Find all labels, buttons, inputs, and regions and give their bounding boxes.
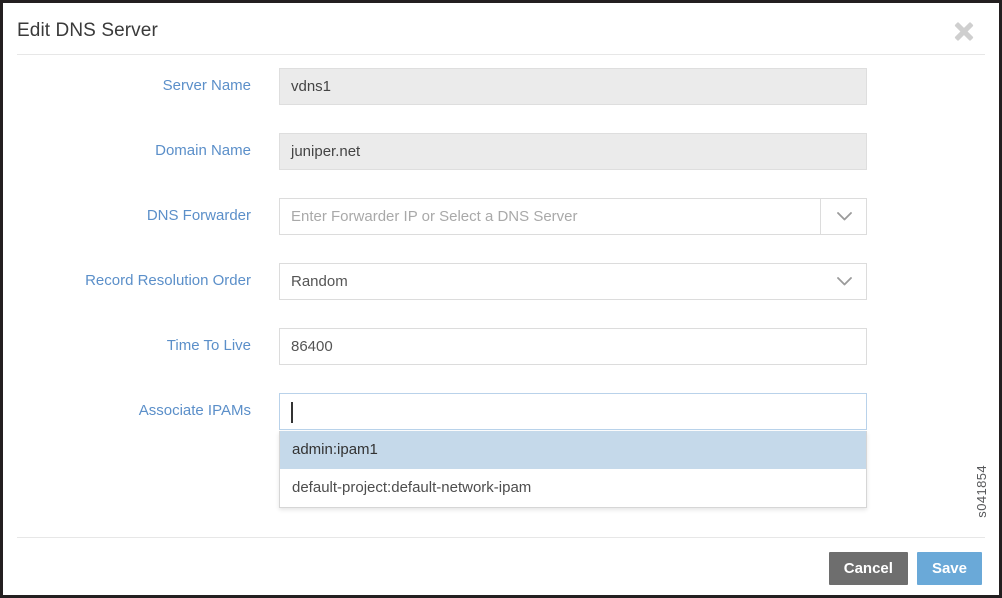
field-label-associate-ipams: Associate IPAMs (138, 402, 251, 419)
watermark-label: s041854 (974, 465, 989, 518)
dialog-header: Edit DNS Server (6, 6, 996, 54)
chevron-down-icon[interactable] (820, 198, 867, 235)
associate-ipams-suggestion-list: admin:ipam1 default-project:default-netw… (279, 431, 867, 508)
dialog-footer: Cancel Save (828, 552, 982, 585)
field-label-time-to-live: Time To Live (166, 337, 251, 354)
field-label-domain-name: Domain Name (155, 142, 251, 159)
field-wrap-server-name: vdns1 (279, 68, 867, 105)
header-divider (17, 54, 985, 55)
field-wrap-domain-name: juniper.net (279, 133, 867, 170)
server-name-input[interactable]: vdns1 (279, 68, 867, 105)
form-row-server-name: Server Name vdns1 (6, 55, 996, 120)
form-row-record-resolution-order: Record Resolution Order Random (6, 250, 996, 315)
list-item[interactable]: default-project:default-network-ipam (292, 479, 532, 496)
text-cursor (291, 402, 293, 423)
field-wrap-dns-forwarder: Enter Forwarder IP or Select a DNS Serve… (279, 198, 867, 235)
field-label-record-resolution-order: Record Resolution Order (85, 272, 251, 289)
dns-forwarder-input[interactable]: Enter Forwarder IP or Select a DNS Serve… (279, 198, 867, 235)
list-item[interactable]: admin:ipam1 (280, 431, 866, 469)
form-row-dns-forwarder: DNS Forwarder Enter Forwarder IP or Sele… (6, 185, 996, 250)
domain-name-input[interactable]: juniper.net (279, 133, 867, 170)
close-icon[interactable] (951, 18, 977, 44)
page-title: Edit DNS Server (17, 20, 158, 41)
form-row-associate-ipams: Associate IPAMs admin:ipam1 default-proj… (6, 380, 996, 508)
save-button[interactable]: Save (916, 552, 982, 585)
form-row-domain-name: Domain Name juniper.net (6, 120, 996, 185)
field-wrap-associate-ipams: admin:ipam1 default-project:default-netw… (279, 393, 867, 508)
record-resolution-order-select[interactable]: Random (279, 263, 867, 300)
time-to-live-input[interactable]: 86400 (279, 328, 867, 365)
associate-ipams-input[interactable] (279, 393, 867, 430)
footer-divider (17, 537, 985, 538)
field-label-server-name: Server Name (162, 77, 251, 94)
cancel-button[interactable]: Cancel (828, 552, 908, 585)
field-wrap-record-resolution-order: Random (279, 263, 867, 300)
dns-server-form: Server Name vdns1 Domain Name juniper.ne… (6, 55, 996, 508)
field-label-dns-forwarder: DNS Forwarder (146, 207, 251, 224)
form-row-time-to-live: Time To Live 86400 (6, 315, 996, 380)
chevron-down-icon[interactable] (821, 263, 867, 300)
field-wrap-time-to-live: 86400 (279, 328, 867, 365)
